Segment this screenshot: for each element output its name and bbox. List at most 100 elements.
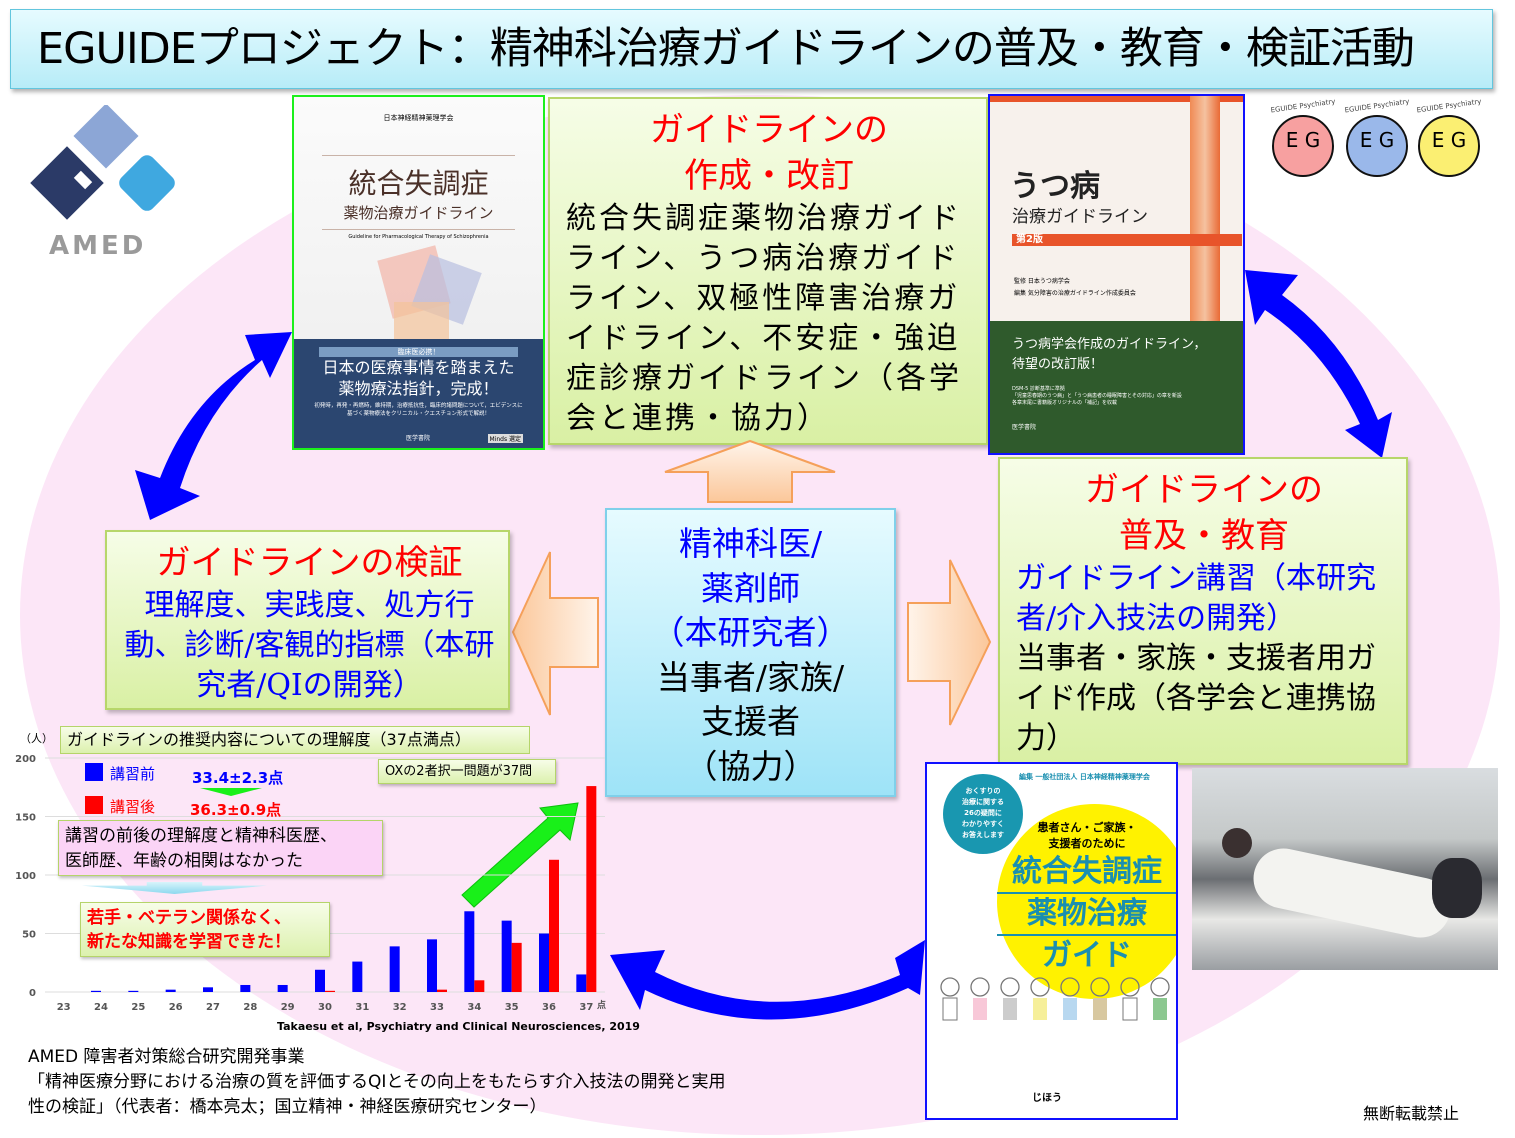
book3-for-line: 患者さん・ご家族・ bbox=[1037, 821, 1137, 834]
book2-subtitle: 治療ガイドライン bbox=[1012, 207, 1148, 227]
y-tick-label: 50 bbox=[22, 930, 36, 941]
note-correlation-line: 講習の前後の理解度と精神科医歴、 bbox=[65, 826, 337, 846]
bar-after bbox=[586, 786, 597, 992]
dissemination-title-2: 普及・教育 bbox=[1119, 516, 1289, 556]
bar-before bbox=[501, 920, 512, 992]
center-line: （本研究者） bbox=[651, 613, 850, 652]
x-tick-label: 30 bbox=[318, 1002, 332, 1013]
blue-double-arrow-left-icon bbox=[135, 332, 292, 520]
x-tick-label: 36 bbox=[542, 1002, 556, 1013]
book3-title: 統合失調症 薬物治療 ガイド bbox=[997, 852, 1176, 976]
y-tick-label: 200 bbox=[15, 754, 36, 765]
bar-before bbox=[576, 974, 587, 992]
book2-bullet: 各章末尾に書籍版オリジナルの「補記」を収載 bbox=[1012, 400, 1118, 406]
footer-funding: AMED 障害者対策総合研究開発事業 「精神医療分野における治療の質を評価するQ… bbox=[28, 1045, 726, 1120]
book1-title: 統合失調症 bbox=[348, 167, 489, 200]
legend-swatch-after bbox=[85, 796, 103, 814]
smiley-blue-icon: E G bbox=[1346, 115, 1408, 177]
book2-press: 医学書院 bbox=[1012, 424, 1037, 431]
box-target-people: 精神科医/ 薬剤師 （本研究者） 当事者/家族/ 支援者 （協力） bbox=[605, 508, 896, 797]
center-line: 精神科医/ bbox=[678, 524, 823, 563]
page-title: EGUIDEプロジェクト：精神科治療ガイドラインの普及・教育・検証活動 bbox=[10, 9, 1493, 89]
eguide-smiley-logos: EGUIDE Psychiatry EGUIDE Psychiatry EGUI… bbox=[1270, 97, 1485, 180]
bar-before bbox=[165, 989, 176, 992]
footer-line: AMED 障害者対策総合研究開発事業 bbox=[28, 1047, 305, 1067]
book3-bubble-line: お答えします bbox=[962, 831, 1004, 839]
book1-society: 日本神経精神薬理学会 bbox=[383, 114, 454, 122]
footer-line: 性の検証」（代表者：橋本亮太；国立精神・神経医療研究センター） bbox=[28, 1097, 547, 1117]
book3-press: じほう bbox=[1032, 1093, 1062, 1104]
photo-table bbox=[1247, 842, 1457, 944]
legend-label-after: 講習後 bbox=[110, 798, 156, 816]
bar-before bbox=[203, 987, 213, 992]
workshop-photo bbox=[1192, 768, 1498, 970]
amed-logo-mark bbox=[30, 103, 175, 220]
bar-before bbox=[427, 939, 437, 992]
bar-after bbox=[511, 942, 522, 992]
book1-minds-badge: Minds 選定 bbox=[487, 434, 523, 443]
book1-tagline-1: 日本の医療事情を踏まえた bbox=[322, 358, 515, 377]
book3-bubble-line: おくすりの bbox=[965, 787, 1001, 795]
book3-society: 編集 一般社団法人 日本神経精神薬理学会 bbox=[1019, 773, 1150, 781]
book1-desc: 初発時，再発・再燃時，維持期，治療抵抗性，臨床的諸問題について，エビデンスに基づ… bbox=[314, 403, 523, 417]
book2-stripe-art bbox=[1190, 96, 1220, 321]
book1-press: 医学書院 bbox=[406, 435, 431, 442]
note-correlation: 講習の前後の理解度と精神科医歴、医師歴、年齢の相関はなかった bbox=[58, 820, 383, 876]
verification-body: 理解度、実践度、処方行動、診断/客観的指標（本研究者/QIの開発） bbox=[124, 588, 495, 703]
note-questions: OXの2者択一問題が37問 bbox=[378, 759, 556, 784]
x-tick-label: 24 bbox=[94, 1002, 108, 1013]
x-axis-unit: 点 bbox=[597, 999, 606, 1011]
blue-double-arrow-bottom-icon bbox=[610, 940, 925, 1020]
stat-before: 33.4±2.3点 bbox=[192, 769, 284, 787]
x-tick-label: 33 bbox=[430, 1002, 444, 1013]
book3-title-line: ガイド bbox=[1042, 938, 1132, 973]
book2-band: うつ病学会作成のガイドライン， 待望の改訂版！ DSM-5 診断基準に準拠 「児… bbox=[990, 321, 1243, 453]
bar-after bbox=[437, 989, 447, 992]
x-tick-label: 32 bbox=[393, 1002, 407, 1013]
blue-double-arrow-right-icon bbox=[1245, 270, 1392, 458]
orange-arrow-up-icon bbox=[664, 439, 836, 503]
verification-title: ガイドラインの検証 bbox=[156, 543, 463, 583]
legend-swatch-before bbox=[85, 763, 103, 781]
book2-bullet: 「児童思春期のうつ病」と「うつ病患者の睡眠障害とその対応」の章を新設 bbox=[1012, 393, 1182, 399]
book3-yellow-circle bbox=[997, 804, 1176, 999]
orange-arrow-right-icon bbox=[907, 559, 992, 726]
x-tick-label: 37 bbox=[579, 1002, 593, 1013]
x-tick-label: 26 bbox=[169, 1002, 183, 1013]
chart-y-unit: （人） bbox=[20, 732, 53, 745]
bar-before bbox=[352, 961, 363, 992]
box-guideline-verification: ガイドラインの検証 理解度、実践度、処方行動、診断/客観的指標（本研究者/QIの… bbox=[105, 530, 510, 710]
x-tick-label: 31 bbox=[355, 1002, 369, 1013]
amed-logo: AMED bbox=[25, 103, 185, 265]
bar-after bbox=[549, 859, 559, 992]
creation-title-1: ガイドラインの bbox=[650, 110, 888, 150]
box-guideline-creation: ガイドラインの 作成・改訂 統合失調症薬物治療ガイドライン、うつ病治療ガイドライ… bbox=[548, 97, 988, 445]
bar-before bbox=[277, 984, 288, 992]
x-tick-label: 25 bbox=[131, 1002, 145, 1013]
bar-before bbox=[91, 990, 101, 992]
x-tick-label: 35 bbox=[505, 1002, 519, 1013]
dissemination-body-black: 当事者・家族・支援者用ガイド作成（各学会と連携協力） bbox=[1016, 641, 1376, 756]
photo-person bbox=[1222, 828, 1252, 858]
book1-subtitle: 薬物治療ガイドライン bbox=[343, 204, 494, 222]
bar-before bbox=[464, 911, 475, 992]
bar-after bbox=[474, 980, 485, 992]
book3-for: 患者さん・ご家族・支援者のために bbox=[1027, 820, 1147, 852]
copyright-notice: 無断転載禁止 bbox=[1363, 1104, 1460, 1123]
center-line: 支援者 bbox=[701, 702, 800, 741]
book1-band-label: 臨床医必携！ bbox=[319, 347, 518, 357]
book-cover-depression-guideline: うつ病 治療ガイドライン 第2版 監修 日本うつ病学会 編集 気分障害の治療ガイ… bbox=[988, 94, 1245, 455]
note-result-line: 新たな知識を学習できた！ bbox=[87, 932, 291, 952]
book3-for-line: 支援者のために bbox=[1048, 837, 1126, 850]
x-tick-label: 34 bbox=[467, 1002, 481, 1013]
x-tick-label: 29 bbox=[281, 1002, 295, 1013]
x-tick-label: 23 bbox=[57, 1002, 71, 1013]
chart-citation: Takaesu et al, Psychiatry and Clinical N… bbox=[277, 1020, 640, 1033]
x-tick-label: 27 bbox=[206, 1002, 220, 1013]
smiley-yellow-icon: E G bbox=[1418, 115, 1480, 177]
note-result: 若手・ベテラン関係なく、新たな知識を学習できた！ bbox=[80, 902, 330, 957]
chart-title: ガイドラインの推奨内容についての理解度（37点満点） bbox=[60, 726, 530, 754]
